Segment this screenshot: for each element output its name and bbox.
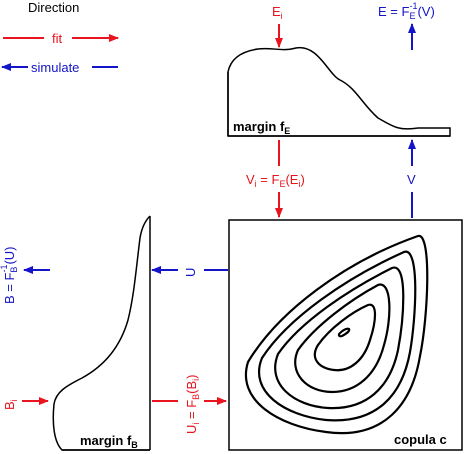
arrow-b-inverse: B = FB-1(U) [0,246,50,304]
margin-b-label: margin fB [80,433,138,450]
legend-fit: fit [3,31,119,46]
copula-contour-5 [258,250,417,422]
bi-label: Bi [2,399,19,410]
margin-e-label: margin fE [233,119,290,136]
ei-label: Ei [272,4,283,21]
margin-e-density-curve [227,47,451,137]
arrow-vi: Vi = FE(Ei) [246,140,305,218]
copula-contour-3 [294,283,391,394]
margin-b-panel: margin fB [52,215,151,451]
copula-contour-2 [313,303,377,372]
legend-simulate: simulate [1,60,118,75]
copula-box [228,219,463,451]
arrow-ei: Ei [272,4,283,48]
legend-simulate-label: simulate [31,60,79,75]
legend-title: Direction [28,0,79,15]
vi-label: Vi = FE(Ei) [246,172,305,189]
copula-contour-4 [274,266,405,410]
u-label: U [183,268,198,277]
copula-contour-1 [337,327,351,338]
arrow-u: U [151,266,228,277]
copula-contours [244,234,429,435]
b-inverse-label: B = FB-1(U) [0,246,19,304]
copula-contour-6 [244,234,429,435]
arrow-ui: Ui = FB(Bi) [152,374,227,434]
e-inverse-label: E = FE-1(V) [378,1,435,21]
ui-label: Ui = FB(Bi) [184,374,201,434]
arrow-bi: Bi [2,397,49,410]
margin-b-density-curve [52,215,151,451]
copula-label: copula c [394,432,447,447]
v-label: V [407,172,416,187]
copula-panel: copula c [228,219,463,451]
arrow-e-inverse: E = FE-1(V) [378,1,435,50]
legend-fit-label: fit [52,31,63,46]
margin-e-panel: margin fE [227,47,451,137]
arrow-v: V [407,139,416,218]
